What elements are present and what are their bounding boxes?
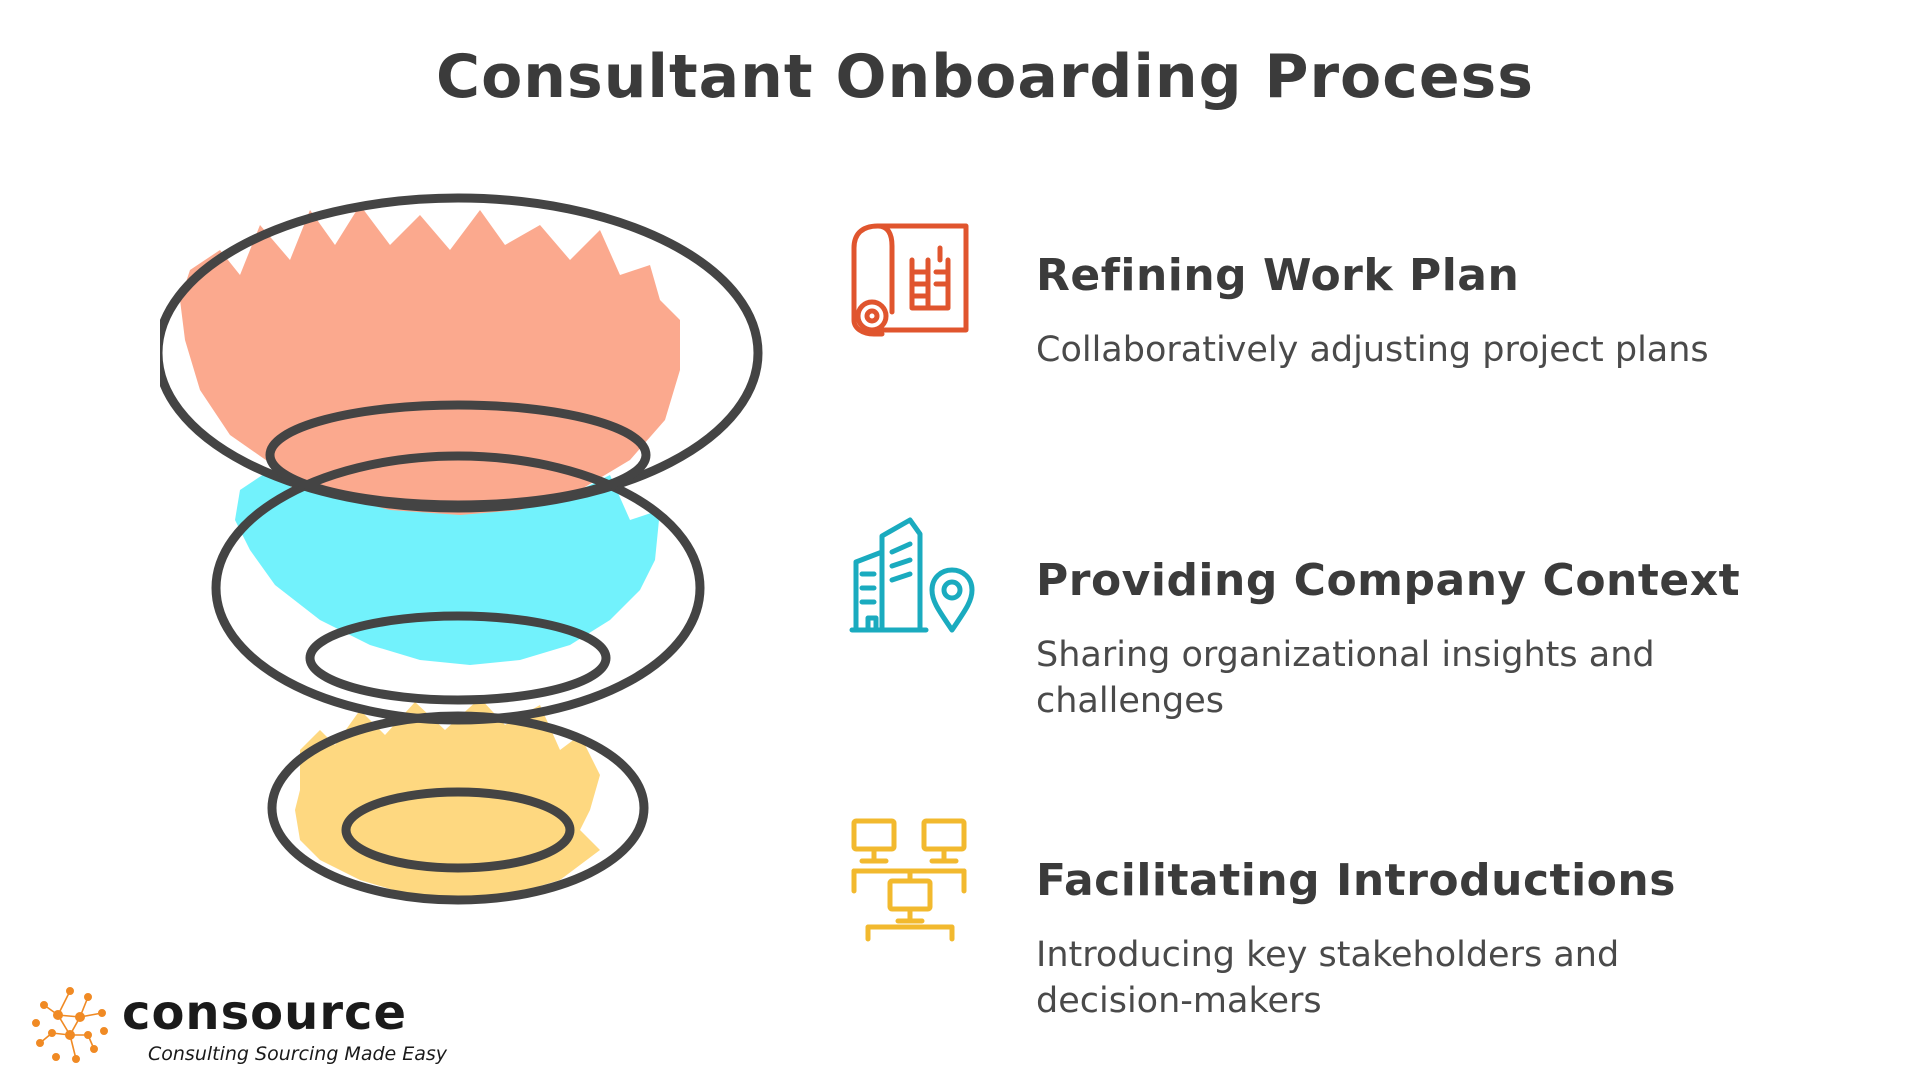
consource-logo: consource Consulting Sourcing Made Easy (30, 985, 470, 1065)
funnel-ring-2-outer (211, 451, 705, 725)
funnel-ring-3-inner (341, 787, 575, 873)
logo-wordmark: consource (122, 985, 407, 1041)
step-title: Providing Company Context (1036, 555, 1741, 606)
step-description: Sharing organizational insights and chal… (1036, 635, 1655, 721)
funnel-ring-1-inner (265, 400, 651, 510)
logo-tagline: Consulting Sourcing Made Easy (148, 1043, 448, 1065)
step-providing-company-context: Providing Company Context Sharing organi… (1036, 555, 1856, 724)
logo-network-icon (32, 987, 108, 1063)
funnel-ring-1-fill (180, 205, 680, 515)
funnel-graphic (160, 193, 763, 905)
office-location-icon (849, 517, 975, 633)
step-refining-work-plan: Refining Work Plan Collaboratively adjus… (1036, 250, 1856, 373)
step-description: Introducing key stakeholders and decisio… (1036, 935, 1620, 1021)
funnel-ring-2-inner (305, 611, 611, 705)
step-description: Collaboratively adjusting project plans (1036, 330, 1709, 370)
blueprint-icon (851, 223, 969, 337)
step-facilitating-introductions: Facilitating Introductions Introducing k… (1036, 855, 1856, 1024)
network-monitors-icon (851, 818, 967, 942)
step-title: Facilitating Introductions (1036, 855, 1676, 906)
step-title: Refining Work Plan (1036, 250, 1520, 301)
page-title: Consultant Onboarding Process (436, 42, 1534, 112)
